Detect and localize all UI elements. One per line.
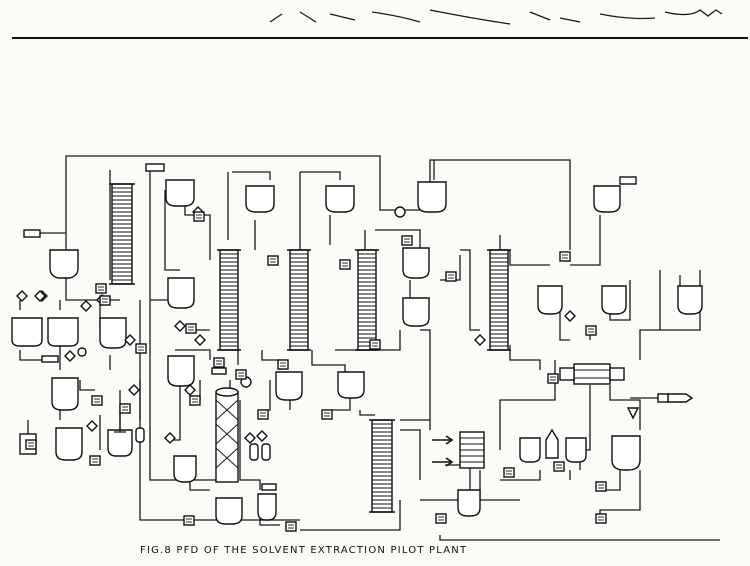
tank xyxy=(611,435,641,471)
pump-unit xyxy=(91,395,103,406)
packed-column xyxy=(109,183,135,285)
pump-unit xyxy=(559,251,571,262)
instrument-diamond xyxy=(474,334,486,346)
instrument-diamond xyxy=(64,350,76,362)
tank xyxy=(593,185,621,213)
tank xyxy=(457,489,481,517)
pump-unit xyxy=(553,461,565,472)
instrument-diamond xyxy=(34,290,46,302)
tank xyxy=(167,277,195,309)
extraction-columns xyxy=(109,183,511,513)
tank xyxy=(417,181,447,213)
tank xyxy=(107,429,133,457)
tank xyxy=(537,285,563,315)
pump-unit xyxy=(183,515,195,526)
pump-unit xyxy=(25,439,37,450)
special-equipment xyxy=(23,163,694,491)
tank xyxy=(325,185,355,213)
tank xyxy=(519,437,541,463)
tank xyxy=(51,377,79,411)
pump-unit xyxy=(547,373,559,384)
packed-column xyxy=(369,419,395,513)
instrument-diamond xyxy=(564,310,576,322)
packed-column xyxy=(287,249,311,351)
pump-unit xyxy=(185,323,197,334)
pump-unit xyxy=(99,295,111,306)
vessels xyxy=(11,179,703,525)
pump-unit xyxy=(445,271,457,282)
pump-unit xyxy=(585,325,597,336)
pump-unit xyxy=(213,357,225,368)
pump-unit xyxy=(189,395,201,406)
tank xyxy=(47,317,79,347)
tank xyxy=(99,317,127,349)
pump-unit xyxy=(267,255,279,266)
instrument-diamond xyxy=(16,290,28,302)
tank xyxy=(601,285,627,315)
instrument-diamond xyxy=(164,432,176,444)
tank xyxy=(165,179,195,207)
tank xyxy=(173,455,197,483)
pump-unit xyxy=(401,235,413,246)
packed-column xyxy=(487,249,511,351)
pump-units xyxy=(25,211,607,532)
pump-unit xyxy=(89,455,101,466)
tank xyxy=(402,247,430,279)
pump-unit xyxy=(193,211,205,222)
tank xyxy=(55,427,83,461)
figure-caption: FIG.8 PFD OF THE SOLVENT EXTRACTION PILO… xyxy=(140,545,467,556)
pump-unit xyxy=(257,409,269,420)
pipe-network xyxy=(19,155,720,541)
pump-unit xyxy=(135,343,147,354)
pump-unit xyxy=(503,467,515,478)
tank xyxy=(402,297,430,327)
tank xyxy=(337,371,365,399)
instrument-diamond xyxy=(194,334,206,346)
tank xyxy=(565,437,587,463)
pump-unit xyxy=(339,259,351,270)
pump-unit xyxy=(285,521,297,532)
pump-unit xyxy=(235,369,247,380)
pump-unit xyxy=(277,359,289,370)
packed-column xyxy=(355,249,379,351)
packed-column xyxy=(217,249,241,351)
instrument-diamond xyxy=(128,384,140,396)
instrument-diamond xyxy=(174,320,186,332)
tank xyxy=(275,371,303,401)
instrument-diamond xyxy=(124,334,136,346)
tank xyxy=(11,317,43,347)
instrument-diamond xyxy=(184,384,196,396)
scan-artifact-scribble xyxy=(269,9,723,25)
pump-unit xyxy=(119,403,131,414)
tank xyxy=(49,249,79,279)
instrument-symbols xyxy=(16,206,576,444)
pump-unit xyxy=(95,283,107,294)
instrument-diamond xyxy=(244,432,256,444)
tank xyxy=(245,185,275,213)
instrument-diamond xyxy=(80,300,92,312)
tank xyxy=(257,493,277,521)
tank xyxy=(215,497,243,525)
tank xyxy=(545,428,559,459)
instrument-diamond xyxy=(86,420,98,432)
pump-unit xyxy=(595,513,607,524)
tank xyxy=(167,355,195,387)
instrument-diamond xyxy=(256,430,268,442)
tank xyxy=(677,285,703,315)
pump-unit xyxy=(435,513,447,524)
pump-unit xyxy=(369,339,381,350)
pump-unit xyxy=(321,409,333,420)
pump-unit xyxy=(595,481,607,492)
